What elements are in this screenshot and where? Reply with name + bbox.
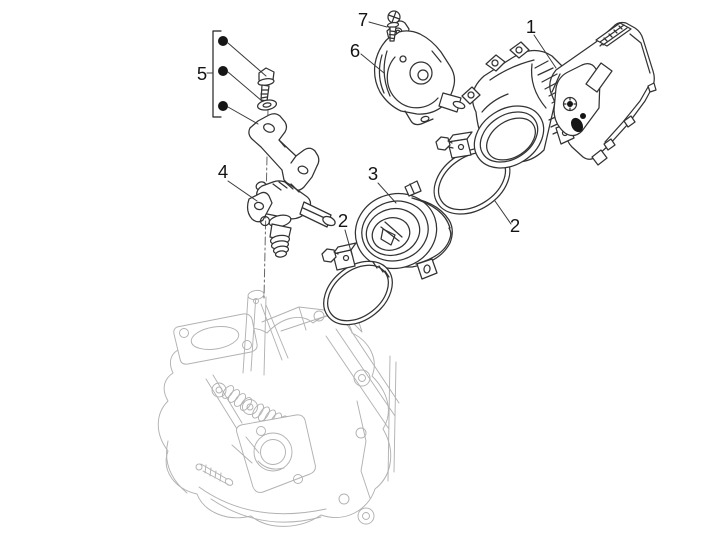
- callout-2-front-label: 2: [338, 210, 348, 231]
- callout-4-label: 4: [218, 161, 228, 182]
- barcode-label: [585, 62, 613, 93]
- callout-2-rear: 2: [494, 200, 520, 236]
- callout-6-label: 6: [350, 40, 360, 61]
- hardware-bullet-icon: [218, 66, 228, 76]
- part-hardware-group-drawing: [248, 67, 320, 191]
- callout-1-label: 1: [526, 16, 536, 37]
- hardware-bullet-icon: [218, 36, 228, 46]
- part-manifold-joint-drawing: [354, 180, 453, 280]
- cover-shell: [373, 30, 456, 115]
- callout-7: 7: [358, 9, 388, 30]
- part-cover-drawing: [373, 20, 466, 126]
- washer: [256, 99, 278, 111]
- callout-4: 4: [218, 161, 258, 202]
- intake-port-flange: [236, 414, 316, 493]
- callouts: 1 2 2 3 4 5: [197, 9, 557, 256]
- callout-5: 5: [197, 30, 267, 125]
- part-screw-drawing: [386, 10, 401, 42]
- callout-2-rear-label: 2: [510, 215, 520, 236]
- callout-6: 6: [350, 40, 385, 74]
- throttle-bore: [473, 105, 545, 169]
- part-hose-clamp-rear-drawing: [433, 131, 511, 215]
- part-hose-clamp-front-drawing: [321, 242, 393, 326]
- callout-2-front: 2: [338, 210, 353, 256]
- callout-1: 1: [526, 16, 557, 69]
- callout-3: 3: [368, 163, 397, 204]
- exhaust-flange: [173, 313, 258, 365]
- support-bracket: [248, 113, 320, 191]
- hardware-bullet-icon: [218, 101, 228, 111]
- injector-boss-post: [242, 293, 289, 376]
- callout-5-label: 5: [197, 63, 207, 84]
- cylinder-head-ghost-drawing: [157, 289, 400, 527]
- part-throttle-body-drawing: [461, 21, 657, 169]
- callout-3-label: 3: [368, 163, 378, 184]
- part-fuel-injector-drawing: [246, 180, 336, 258]
- callout-7-label: 7: [358, 9, 368, 30]
